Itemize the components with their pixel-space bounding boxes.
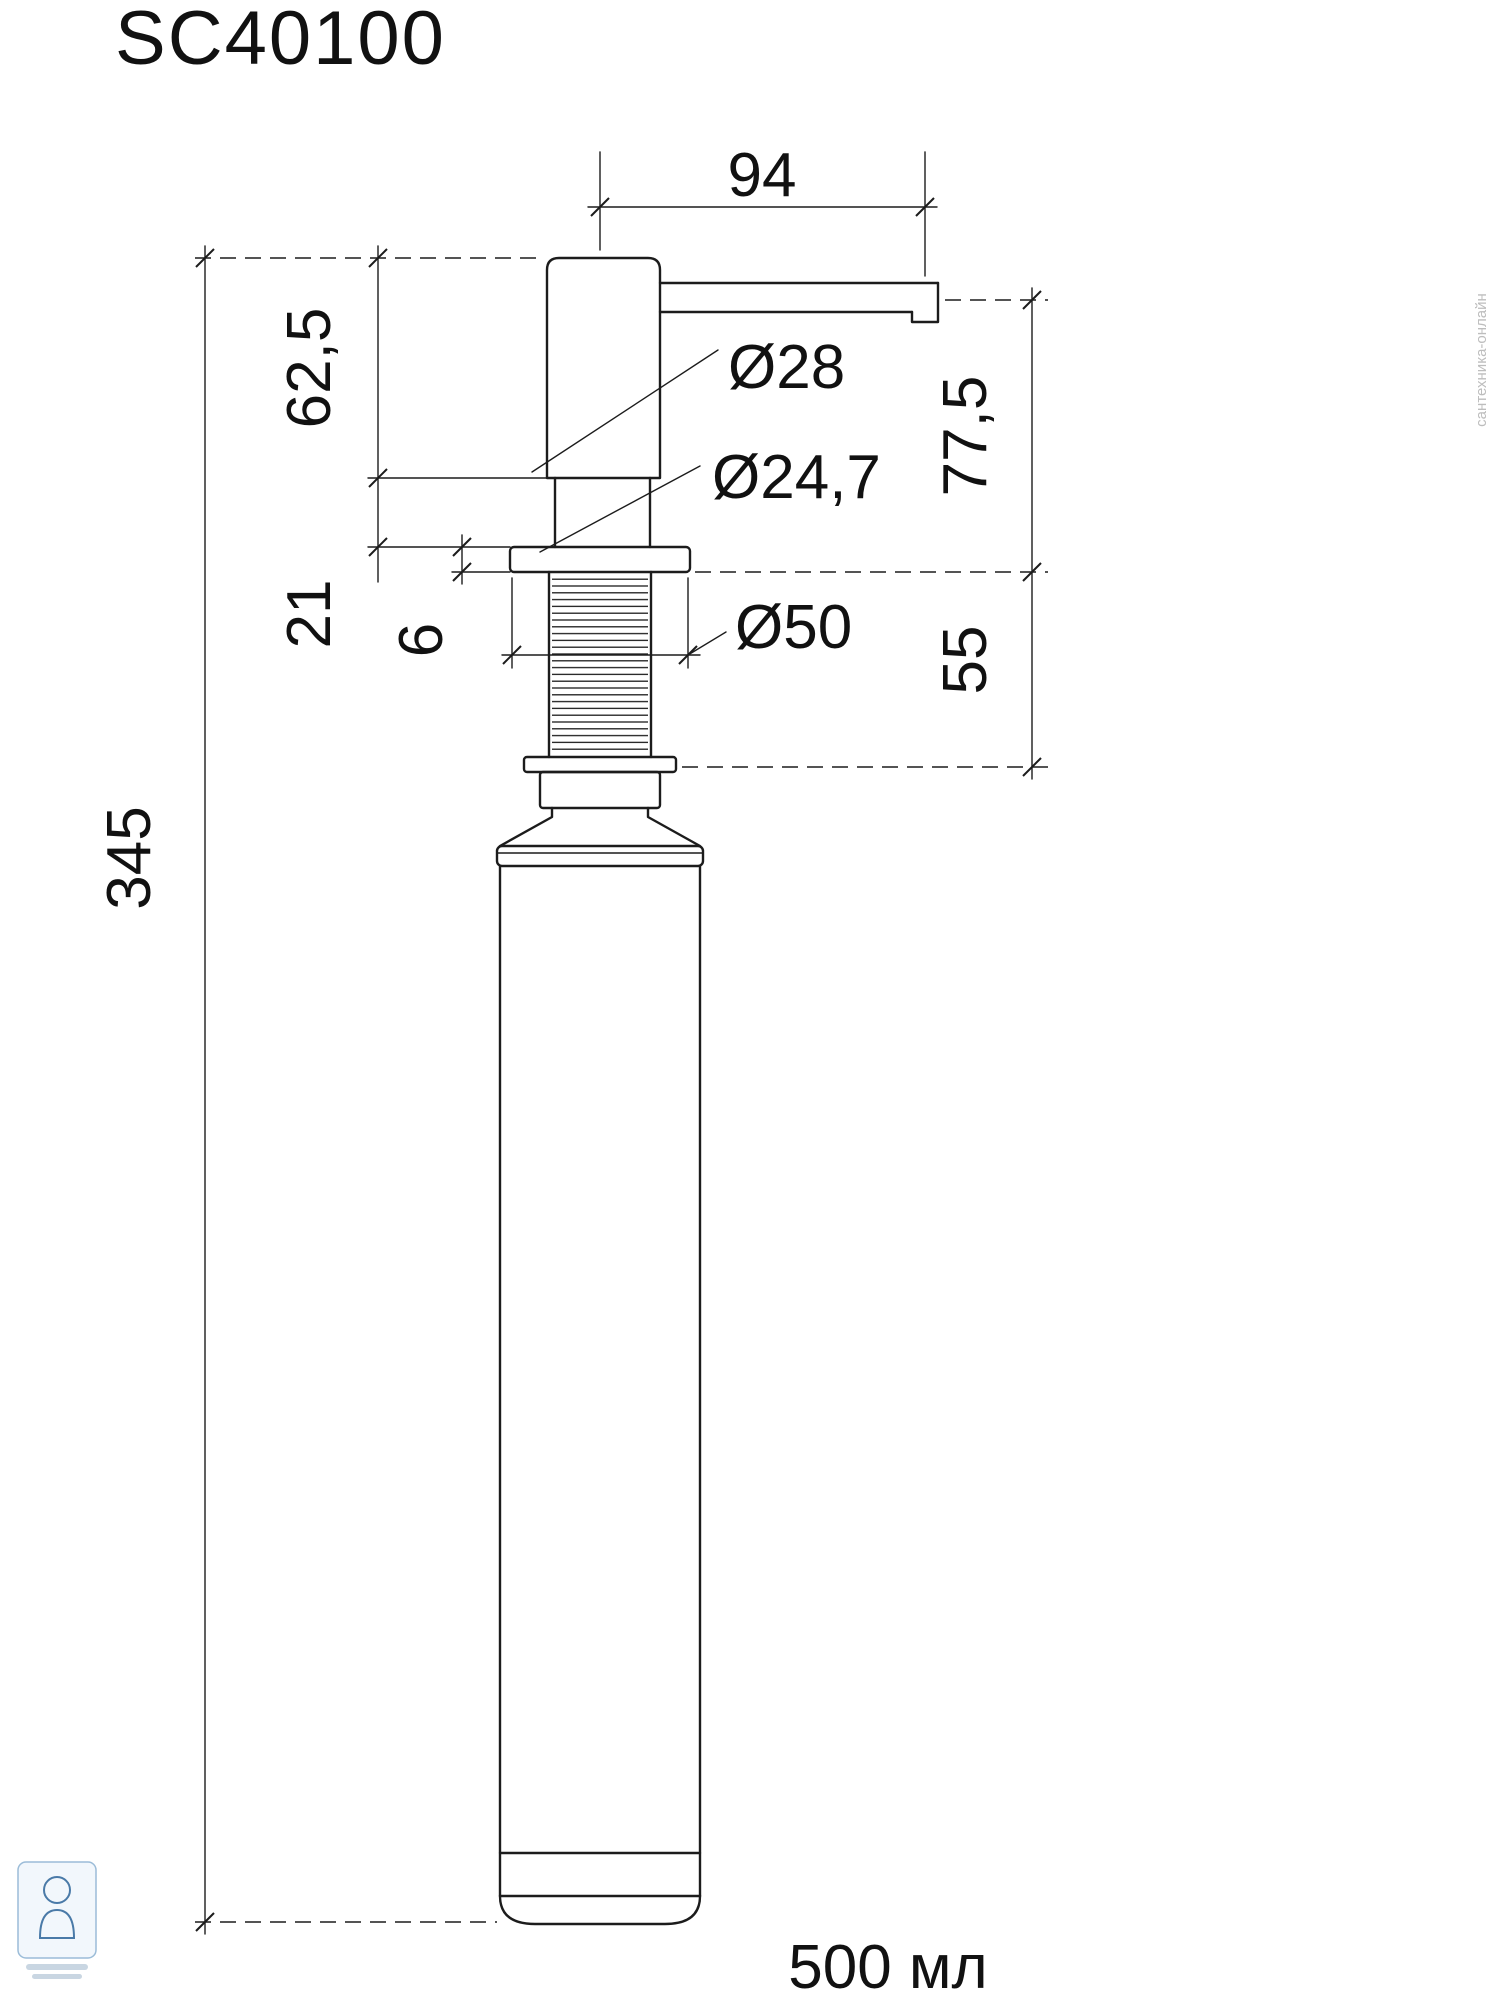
dim-right-column: 77,5 55 (931, 287, 1042, 780)
dim-total-height: 345 (95, 245, 215, 1935)
threaded-shaft (547, 570, 653, 759)
dim-label-flange-thickness: 6 (387, 623, 456, 657)
dim-label-height-above-counter: 77,5 (931, 376, 1000, 497)
dim-label-spout-reach: 94 (728, 141, 797, 210)
locknut (522, 755, 678, 810)
dim-label-neck-height: 21 (275, 580, 344, 649)
pump-head (545, 256, 662, 480)
dim-label-head-height: 62,5 (275, 308, 344, 429)
dim-label-thread-diameter: Ø24,7 (712, 443, 881, 512)
callout-thread-diameter: Ø24,7 (539, 443, 881, 553)
drawing-title: SC40100 (115, 0, 446, 81)
dim-head-height: 62,5 21 (275, 245, 388, 649)
bottle-shoulder (498, 806, 702, 848)
neck (553, 476, 652, 549)
flange (508, 545, 692, 574)
capacity-label: 500 мл (788, 1933, 987, 2000)
watermark-side-text: сантехника-онлайн (1473, 293, 1490, 427)
watermark-logo (17, 1861, 97, 1979)
dim-label-flange-diameter: Ø50 (735, 593, 852, 662)
spout (658, 281, 940, 324)
extension-lines (195, 257, 1048, 1923)
bottle-body (498, 864, 702, 1926)
dispenser-outline (495, 256, 940, 1926)
callout-flange-diameter: Ø50 (501, 593, 852, 665)
callout-spout-diameter: Ø28 (531, 333, 845, 473)
dim-label-depth-below-counter: 55 (931, 626, 1000, 695)
bottle-collar (495, 844, 705, 868)
dim-label-total-height: 345 (95, 806, 164, 909)
dim-spout-reach: 94 (587, 141, 938, 277)
dim-flange-thickness: 6 (387, 534, 472, 657)
dim-label-spout-diameter: Ø28 (728, 333, 845, 402)
